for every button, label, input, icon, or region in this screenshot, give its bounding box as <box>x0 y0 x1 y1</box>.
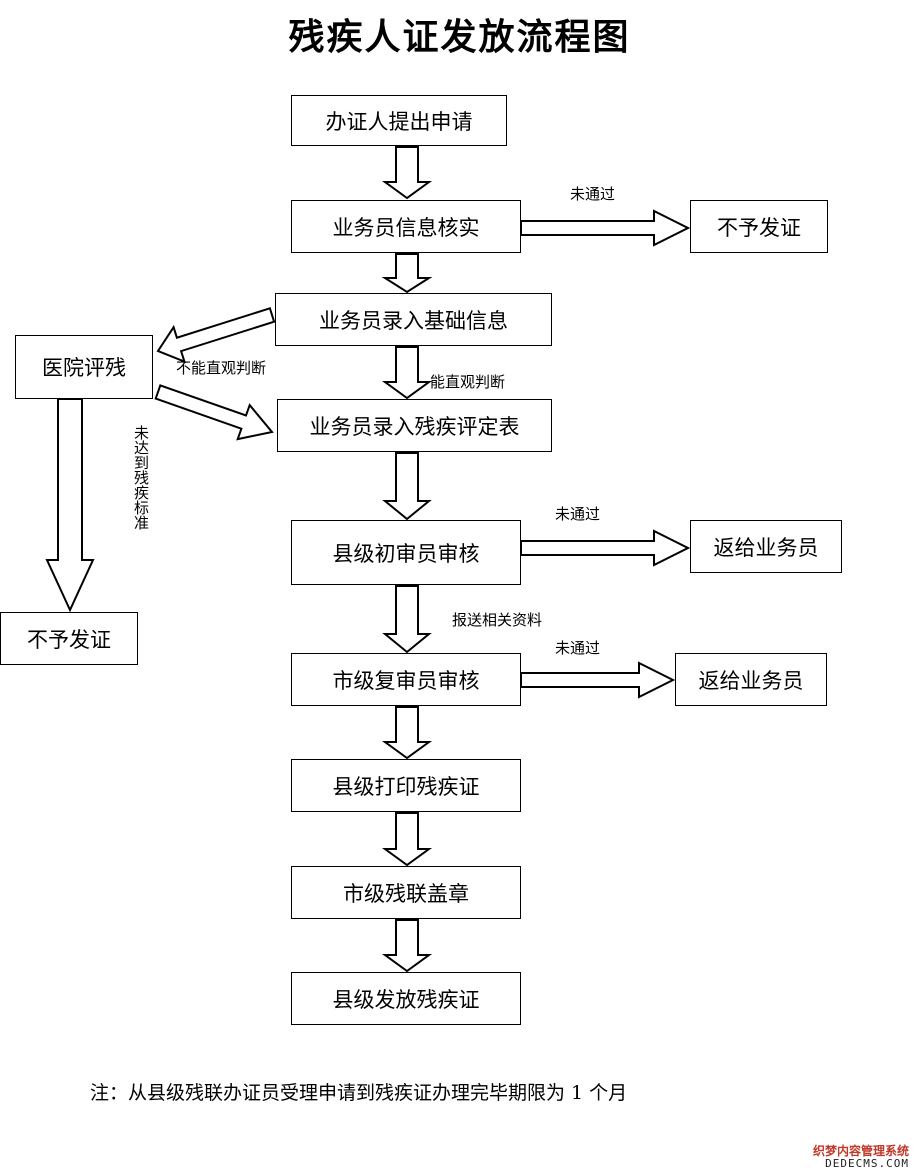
node-reject-1: 不予发证 <box>690 200 828 253</box>
node-county-review: 县级初审员审核 <box>291 520 521 585</box>
node-return-2: 返给业务员 <box>675 653 827 706</box>
arrow-print-to-seal <box>381 812 433 867</box>
node-county-print: 县级打印残疾证 <box>291 759 521 812</box>
node-city-review: 市级复审员审核 <box>291 653 521 706</box>
node-entry-eval: 业务员录入残疾评定表 <box>277 399 552 452</box>
node-reject-2: 不予发证 <box>0 612 138 665</box>
label-below-standard: 未达到残疾标准 <box>132 425 150 530</box>
arrow-city-to-print <box>381 706 433 760</box>
label-not-passed-2: 未通过 <box>555 505 601 523</box>
watermark-line-1: 织梦内容管理系统 <box>812 1143 909 1158</box>
arrow-city-to-return <box>520 661 676 699</box>
node-hospital: 医院评残 <box>15 335 153 399</box>
arrow-county-to-return <box>520 529 691 567</box>
label-not-passed-3: 未通过 <box>555 639 601 657</box>
node-entry-basic: 业务员录入基础信息 <box>275 293 552 346</box>
arrow-entry-to-hospital <box>156 307 276 364</box>
watermark-logo: 织梦内容管理系统 DEDECMS.COM <box>812 1143 909 1170</box>
label-not-passed-1: 未通过 <box>570 185 616 203</box>
arrow-eval-to-county <box>382 452 432 521</box>
arrow-verify-to-entry <box>381 253 433 294</box>
arrow-county-to-city <box>382 585 432 654</box>
node-county-issue: 县级发放残疾证 <box>291 972 521 1025</box>
node-verify: 业务员信息核实 <box>291 200 521 253</box>
label-submit-docs: 报送相关资料 <box>452 611 543 629</box>
arrow-apply-to-verify <box>381 146 433 200</box>
node-return-1: 返给业务员 <box>690 520 842 573</box>
watermark-line-2: DEDECMS.COM <box>825 1156 909 1170</box>
node-city-seal: 市级残联盖章 <box>291 866 521 919</box>
footnote: 注：从县级残联办证员受理申请到残疾证办理完毕期限为 1 个月 <box>90 1082 628 1104</box>
arrow-hospital-to-reject <box>45 398 95 613</box>
arrow-entry-to-eval <box>381 346 433 400</box>
node-apply: 办证人提出申请 <box>291 95 507 146</box>
arrow-verify-to-reject <box>520 209 691 247</box>
label-can-judge: 能直观判断 <box>430 373 506 391</box>
arrow-seal-to-issue <box>381 919 433 973</box>
label-cannot-judge: 不能直观判断 <box>176 359 267 377</box>
arrow-hospital-to-eval <box>154 384 274 441</box>
diagram-title: 残疾人证发放流程图 <box>288 16 631 58</box>
